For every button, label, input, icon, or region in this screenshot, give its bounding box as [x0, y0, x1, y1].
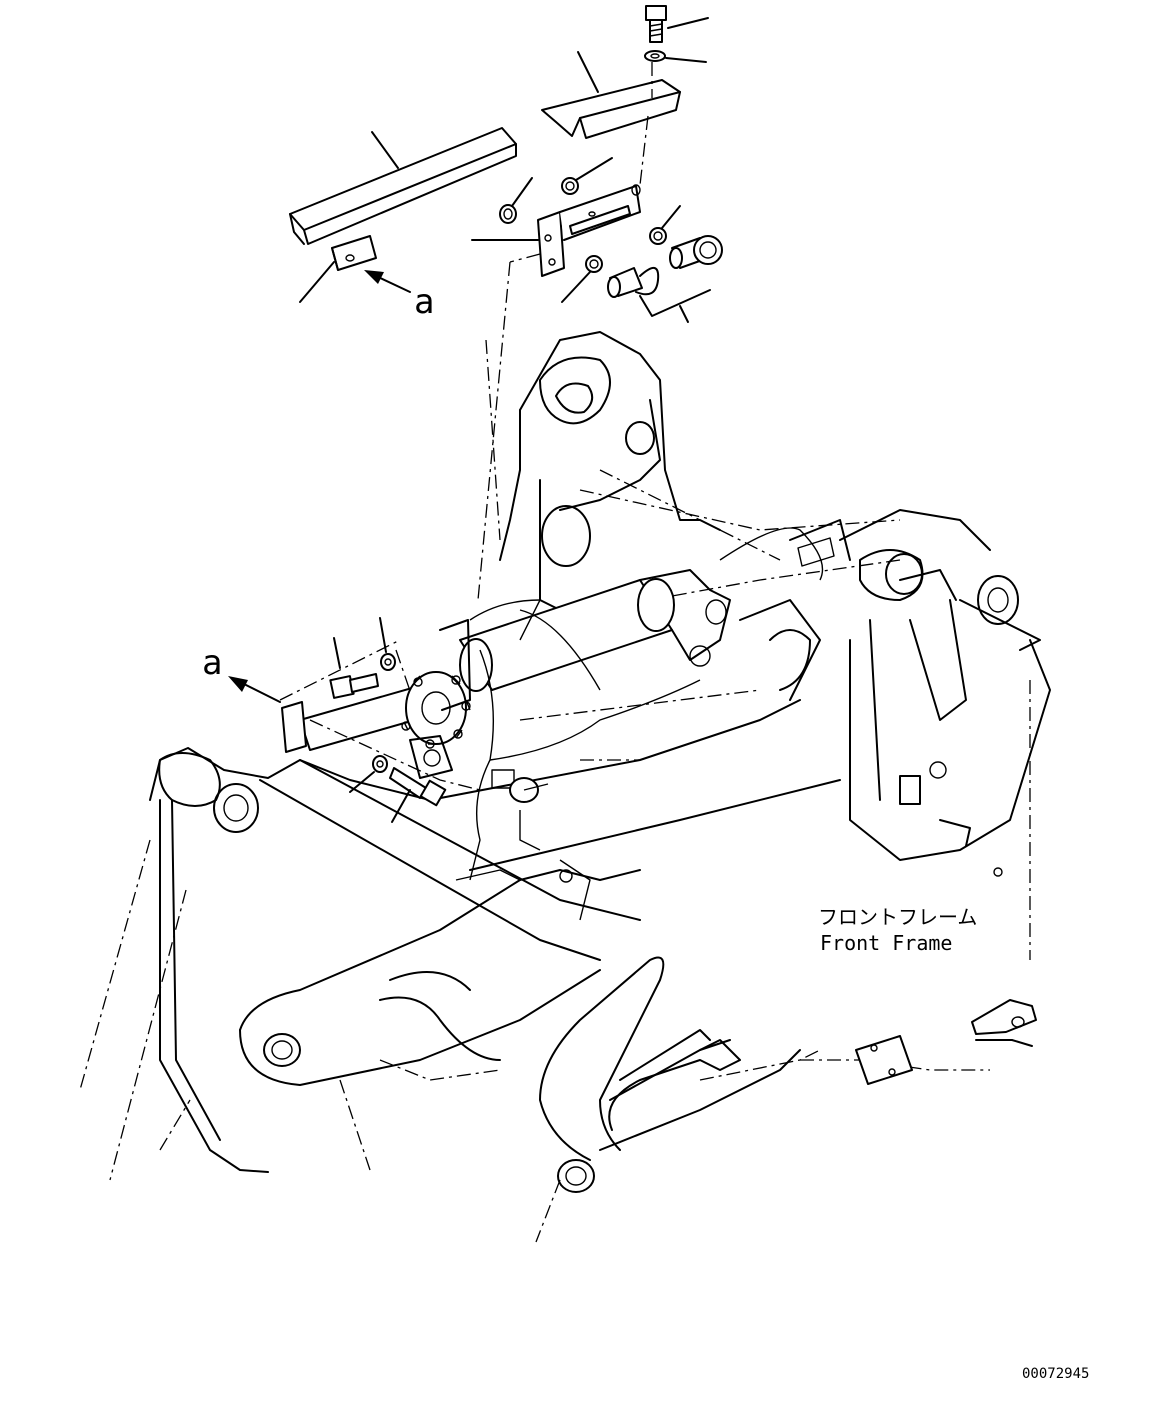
leader-line: [379, 617, 387, 653]
hydraulic-cylinder: [299, 569, 731, 779]
loader-assembly: a: [79, 331, 1051, 1243]
oring-part: [561, 255, 603, 303]
leader-line: [667, 17, 709, 29]
leader-line: [391, 789, 411, 823]
leader-line: [679, 305, 689, 323]
bolt-part: [645, 5, 709, 43]
oring-part: [499, 177, 533, 224]
leader-line: [577, 51, 599, 93]
quick-coupler-part: [669, 235, 723, 269]
leader-line: [349, 771, 375, 793]
oring-part: [649, 205, 681, 245]
leader-bracket: [639, 289, 711, 317]
oring-part: [561, 157, 613, 195]
drawing-number: 00072945: [1022, 1366, 1089, 1382]
pin-bolt-part: [389, 767, 447, 823]
pin-bolt-part: [329, 637, 379, 699]
exploded-parts-group: a: [289, 5, 723, 601]
leader-line: [299, 261, 335, 303]
leader-line: [371, 131, 399, 169]
front-frame-en-label: Front Frame: [820, 931, 952, 955]
leader-line: [665, 57, 707, 63]
front-frame-jp-label: フロントフレーム: [818, 905, 977, 929]
view-marker-a-top: a: [414, 282, 434, 322]
spacer-block-part: [299, 235, 411, 303]
quick-coupler-part: [607, 267, 660, 298]
washer-part: [379, 617, 396, 671]
leader-line: [333, 637, 341, 669]
view-marker-a-mid: a: [202, 643, 222, 683]
mounting-bracket-part: [471, 184, 641, 601]
cover-plate-part: [541, 51, 681, 186]
washer-part: [349, 755, 388, 793]
angle-bracket-part: [289, 127, 517, 245]
washer-part: [644, 50, 707, 63]
